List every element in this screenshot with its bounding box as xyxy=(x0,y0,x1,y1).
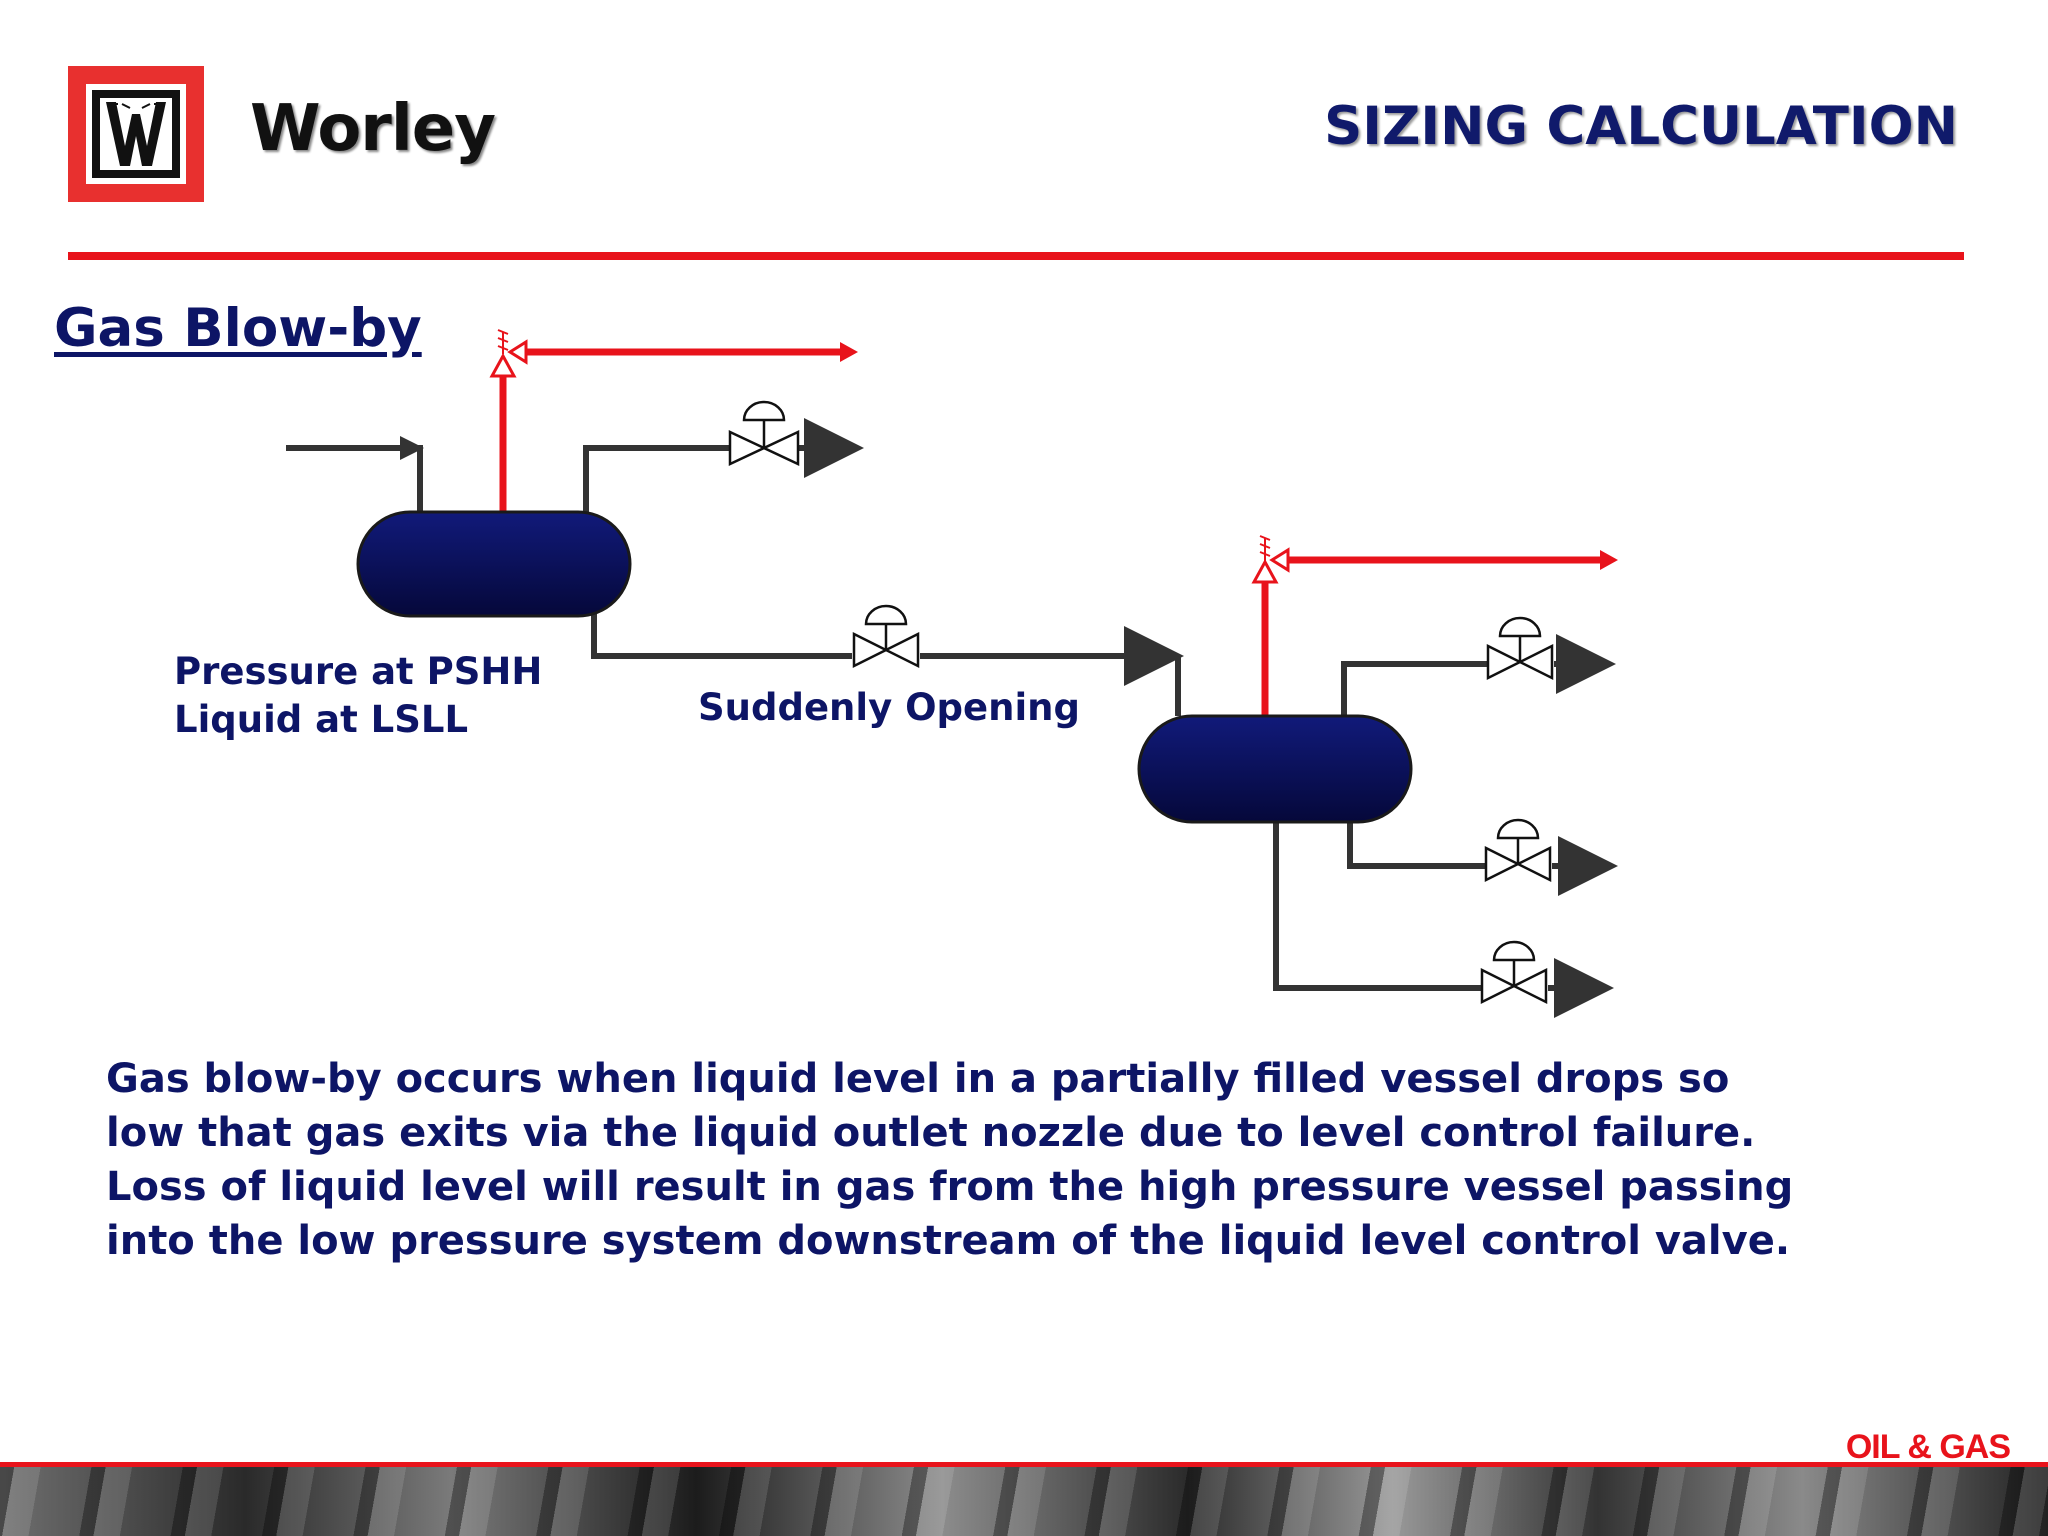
control-valve-icon xyxy=(852,604,920,669)
description-line: Gas blow-by occurs when liquid level in … xyxy=(106,1056,1730,1102)
oil-outlet-pipe-2 xyxy=(1347,820,1486,869)
logo-emblem xyxy=(86,84,186,184)
footer-division-tag: OIL & GAS xyxy=(1845,1428,2011,1466)
description-line: low that gas exits via the liquid outlet… xyxy=(106,1110,1756,1156)
control-valve-icon xyxy=(1484,818,1552,883)
section-title: Gas Blow-by xyxy=(54,298,422,359)
valve-opening-label: Suddenly Opening xyxy=(698,686,1080,729)
gas-outlet-pipe-2 xyxy=(1341,661,1488,716)
psv-icon xyxy=(489,352,517,378)
footer-photo-band xyxy=(0,1467,2048,1536)
psv-icon xyxy=(1251,558,1279,584)
control-valve-icon xyxy=(1486,616,1554,681)
inlet-pipe xyxy=(286,445,423,512)
slide-title: SIZING CALCULATION xyxy=(1324,96,1958,157)
relief-line-2 xyxy=(1251,535,1618,716)
header-divider xyxy=(68,252,1964,260)
footer-divider xyxy=(0,1462,2048,1467)
inlet-arrow-head xyxy=(400,436,424,460)
vessel1-condition-label: Pressure at PSHH Liquid at LSLL xyxy=(174,648,542,744)
description-text: Gas blow-by occurs when liquid level in … xyxy=(106,1052,1986,1268)
gas-outlet-pipe-1 xyxy=(583,445,730,512)
description-line: Loss of liquid level will result in gas … xyxy=(106,1164,1794,1210)
control-valve-icon xyxy=(1480,940,1548,1005)
vessel-1 xyxy=(356,510,632,618)
liquid-level-label: Liquid at LSLL xyxy=(174,698,469,741)
control-valve-icon xyxy=(728,400,800,466)
worley-logo xyxy=(68,66,204,202)
liquid-outlet-pipe-1 xyxy=(591,612,852,659)
relief-line-1 xyxy=(489,329,858,512)
vessel-2 xyxy=(1137,714,1413,824)
brand-name: Worley xyxy=(250,92,496,166)
description-line: into the low pressure system downstream … xyxy=(106,1218,1791,1264)
pressure-label: Pressure at PSHH xyxy=(174,650,543,693)
vessel2-piping xyxy=(1273,634,1618,1018)
water-outlet-pipe-2 xyxy=(1273,820,1482,991)
